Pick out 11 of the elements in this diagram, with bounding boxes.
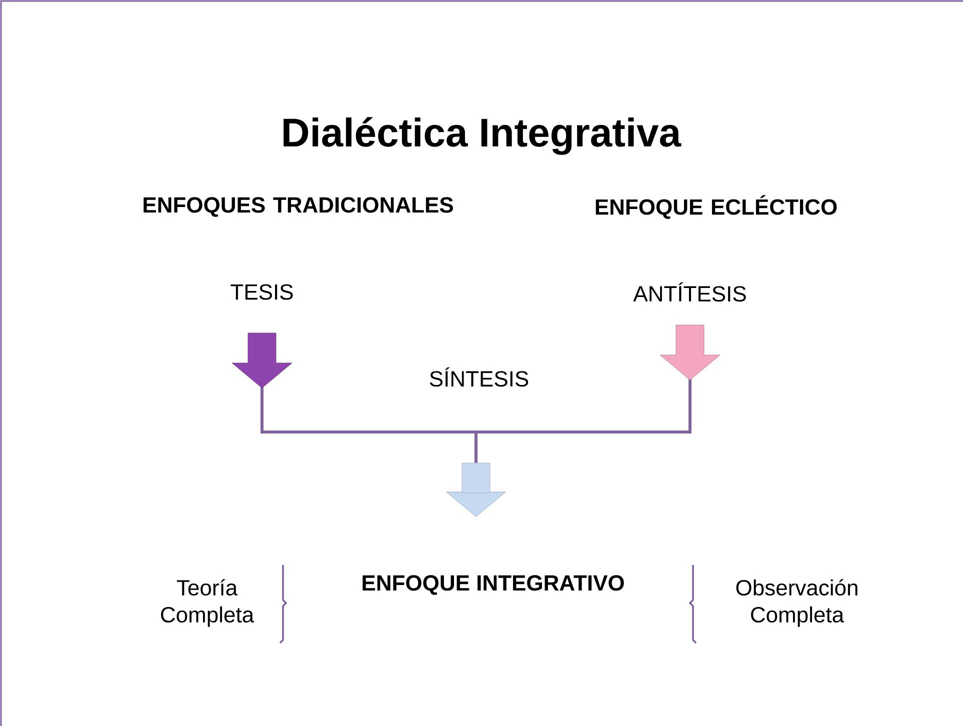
node-label: TESIS [230, 284, 293, 300]
section-heading: ENFOQUES TRADICIONALES [144, 197, 453, 217]
side-note: Observación Completa [736, 579, 858, 627]
section-heading: ENFOQUE ECLÉCTICO [596, 195, 837, 219]
side-note: Teoría Completa [161, 579, 254, 627]
node-label: ANTÍTESIS [633, 282, 746, 302]
block-arrow [462, 462, 490, 494]
connector [446, 324, 720, 517]
node-label: ENFOQUE INTEGRATIVO [362, 575, 624, 595]
synthesis-label: SÍNTESIS [430, 367, 528, 387]
title: Dialéctica Integrativa [284, 117, 682, 155]
